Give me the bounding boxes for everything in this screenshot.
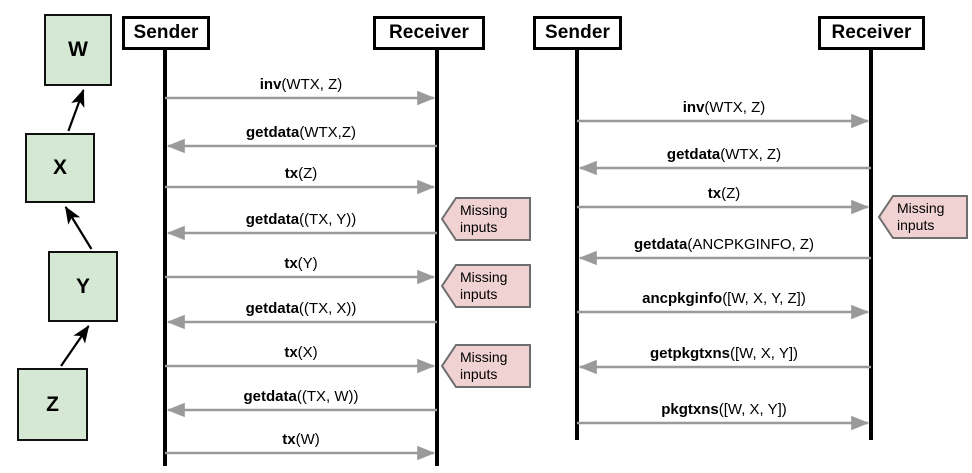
badge-shape xyxy=(440,197,531,241)
sender-actor-2: Sender xyxy=(533,16,622,50)
message-label-tx-2: tx(Z) xyxy=(708,185,741,202)
badge-text-line1: Missing xyxy=(897,200,945,216)
message-label-inv-0: inv(WTX, Z) xyxy=(683,99,766,116)
tx-node-label: Z xyxy=(46,392,59,416)
receiver-actor-lifeline xyxy=(435,50,439,466)
badge-text-line1: Missing xyxy=(460,202,508,218)
message-args: (WTX, Z) xyxy=(704,99,766,116)
message-command: tx xyxy=(282,431,296,448)
message-args: (Z) xyxy=(721,185,741,202)
receiver-actor-lifeline xyxy=(869,50,873,440)
receiver-actor-label: Receiver xyxy=(388,22,470,43)
sender-actor-lifeline xyxy=(575,50,579,440)
message-command: getdata xyxy=(243,388,297,405)
badge-text-line2: inputs xyxy=(460,219,498,235)
tx-node-label: X xyxy=(52,156,67,179)
message-args: (ANCPKGINFO, Z) xyxy=(687,236,815,253)
message-label-pkgtxns-6: pkgtxns([W, X, Y]) xyxy=(661,401,787,418)
message-label-getdata-1: getdata(WTX, Z) xyxy=(667,146,781,163)
message-args: ([W, X, Y, Z]) xyxy=(722,290,806,307)
sender-actor-lifeline xyxy=(163,50,167,466)
missing-inputs-badge-1-1 xyxy=(440,197,531,241)
message-args: (WTX, Z) xyxy=(281,76,343,93)
missing-inputs-badge-2-1 xyxy=(877,195,968,239)
message-command: tx xyxy=(284,344,298,361)
sender-actor-label: Sender xyxy=(544,22,610,43)
message-label-getdata-3: getdata(ANCPKGINFO, Z) xyxy=(634,236,814,253)
message-command: ancpkginfo xyxy=(642,290,723,307)
message-args: (W) xyxy=(295,431,320,448)
badge-shape xyxy=(877,195,968,239)
message-args: ([W, X, Y]) xyxy=(729,345,799,362)
message-args: ((TX, W)) xyxy=(296,388,359,405)
badge-text-line1: Missing xyxy=(460,269,508,285)
missing-inputs-badge-1-2 xyxy=(440,264,531,308)
badge-text-line2: inputs xyxy=(460,286,498,302)
badge-text-line2: inputs xyxy=(460,366,498,382)
message-label-tx-8: tx(W) xyxy=(282,431,320,448)
tx-node-label: W xyxy=(68,38,88,61)
receiver-actor-1: Receiver xyxy=(373,16,485,50)
message-args: (X) xyxy=(297,344,318,361)
message-label-inv-0: inv(WTX, Z) xyxy=(260,76,343,93)
message-command: tx xyxy=(284,255,298,272)
sender-actor-label: Sender xyxy=(133,22,199,43)
message-command: getdata xyxy=(666,146,721,163)
message-args: (WTX,Z) xyxy=(299,124,356,141)
tx-node-x: X xyxy=(25,133,95,203)
badge-shape xyxy=(440,344,531,388)
message-label-ancpkginfo-4: ancpkginfo([W, X, Y, Z]) xyxy=(642,290,806,307)
message-label-tx-4: tx(Y) xyxy=(284,255,317,272)
tx-node-label: Y xyxy=(75,274,90,298)
message-command: tx xyxy=(284,165,299,182)
message-command: inv xyxy=(259,76,282,93)
message-args: ([W, X, Y]) xyxy=(718,401,787,418)
message-command: pkgtxns xyxy=(661,401,719,418)
message-label-getdata-3: getdata((TX, Y)) xyxy=(246,211,357,228)
message-command: getpkgtxns xyxy=(649,345,730,362)
receiver-actor-2: Receiver xyxy=(818,16,925,50)
message-args: (Y) xyxy=(297,255,318,272)
missing-inputs-badge-1-3 xyxy=(440,344,531,388)
message-command: inv xyxy=(682,99,705,116)
message-command: getdata xyxy=(245,211,300,228)
tx-node-w: W xyxy=(44,14,112,86)
badge-shape xyxy=(440,264,531,308)
tx-node-z: Z xyxy=(17,368,88,441)
message-label-tx-6: tx(X) xyxy=(284,344,317,361)
message-args: (Z) xyxy=(298,165,318,182)
receiver-actor-label: Receiver xyxy=(831,22,912,43)
message-args: ((TX, X)) xyxy=(298,300,357,317)
message-label-getdata-5: getdata((TX, X)) xyxy=(246,300,357,317)
message-command: tx xyxy=(707,185,722,202)
message-label-tx-2: tx(Z) xyxy=(285,165,318,182)
message-command: getdata xyxy=(633,236,688,253)
message-label-getpkgtxns-5: getpkgtxns([W, X, Y]) xyxy=(650,345,798,362)
message-args: (WTX, Z) xyxy=(720,146,782,163)
badge-text-line2: inputs xyxy=(897,217,935,233)
sender-actor-1: Sender xyxy=(122,16,210,50)
tx-node-y: Y xyxy=(48,251,118,322)
message-label-getdata-1: getdata(WTX,Z) xyxy=(246,124,356,141)
message-command: getdata xyxy=(245,300,299,317)
message-command: getdata xyxy=(246,124,300,141)
message-args: ((TX, Y)) xyxy=(299,211,357,228)
message-label-getdata-7: getdata((TX, W)) xyxy=(244,388,359,405)
badge-text-line1: Missing xyxy=(460,349,508,365)
